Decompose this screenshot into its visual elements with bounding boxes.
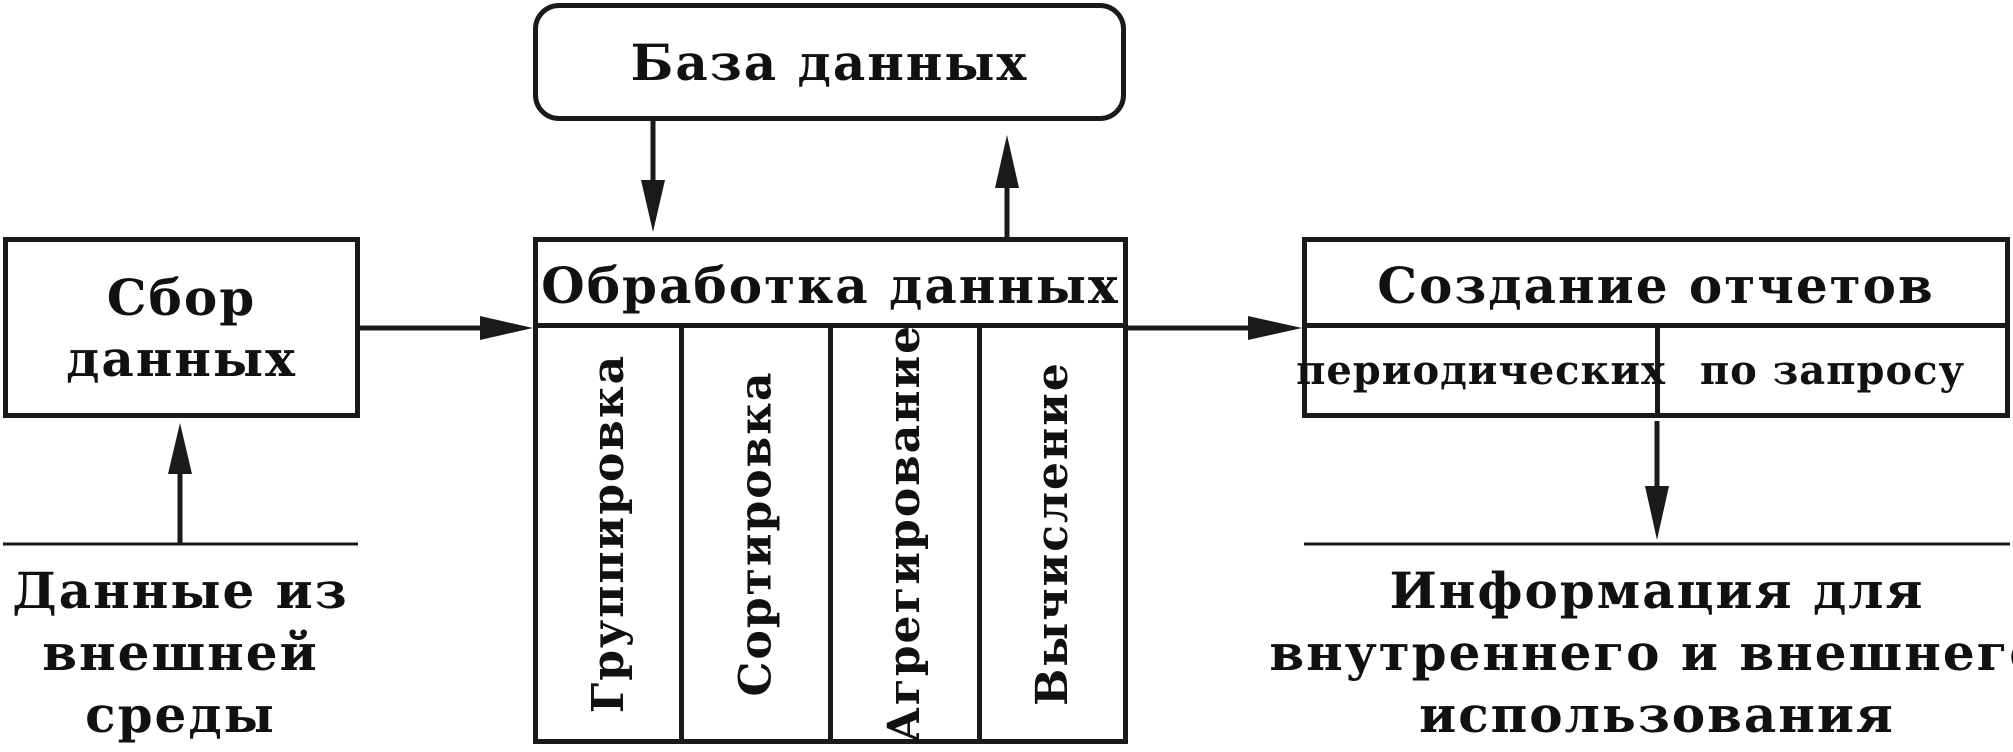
step-grouping: Группировка xyxy=(538,328,679,739)
output-line-3: использования xyxy=(1419,685,1895,744)
step-sorting-label: Сортировка xyxy=(730,370,782,697)
collect-label: Сбор данных xyxy=(8,242,355,413)
external-line-1: Данные из xyxy=(12,561,349,620)
collect-line-1: Сбор xyxy=(106,267,257,327)
arrow-head-external-to-collect xyxy=(168,423,192,474)
step-aggregation-label: Агрегирование xyxy=(879,323,931,744)
collect-box: Сбор данных xyxy=(3,237,360,418)
arrow-head-processing-to-db xyxy=(995,135,1019,188)
reports-periodic: периодических xyxy=(1296,347,1666,394)
output-line-2: внутреннего и внешнего xyxy=(1269,623,2013,682)
processing-title: Обработка данных xyxy=(541,255,1120,315)
step-aggregation: Агрегирование xyxy=(833,324,977,743)
external-line-2: внешней xyxy=(42,623,319,682)
collect-line-2: данных xyxy=(66,328,297,388)
arrow-head-processing-to-reports xyxy=(1248,316,1302,340)
reports-title: Создание отчетов xyxy=(1377,255,1935,315)
step-calculation-label: Вычисление xyxy=(1027,361,1078,706)
output-line-1: Информация для xyxy=(1389,561,1925,620)
external-label: Данные из внешней среды xyxy=(3,558,358,748)
database-label: База данных xyxy=(630,32,1029,92)
processing-divider-1 xyxy=(679,323,684,744)
step-sorting: Сортировка xyxy=(684,328,828,739)
processing-divider-3 xyxy=(977,323,982,744)
step-grouping-label: Группировка xyxy=(583,353,635,714)
database-box: База данных xyxy=(533,3,1126,121)
arrow-head-collect-to-processing xyxy=(480,316,533,340)
arrow-head-db-to-processing xyxy=(641,180,665,232)
processing-divider-2 xyxy=(828,323,833,744)
output-label: Информация для внутреннего и внешнего ис… xyxy=(1269,558,2013,748)
reports-divider-v xyxy=(1655,323,1660,418)
arrow-head-reports-to-output xyxy=(1645,486,1669,540)
reports-on-request: по запросу xyxy=(1699,347,1966,394)
step-calculation: Вычисление xyxy=(982,328,1123,739)
external-line-3: среды xyxy=(85,685,276,744)
